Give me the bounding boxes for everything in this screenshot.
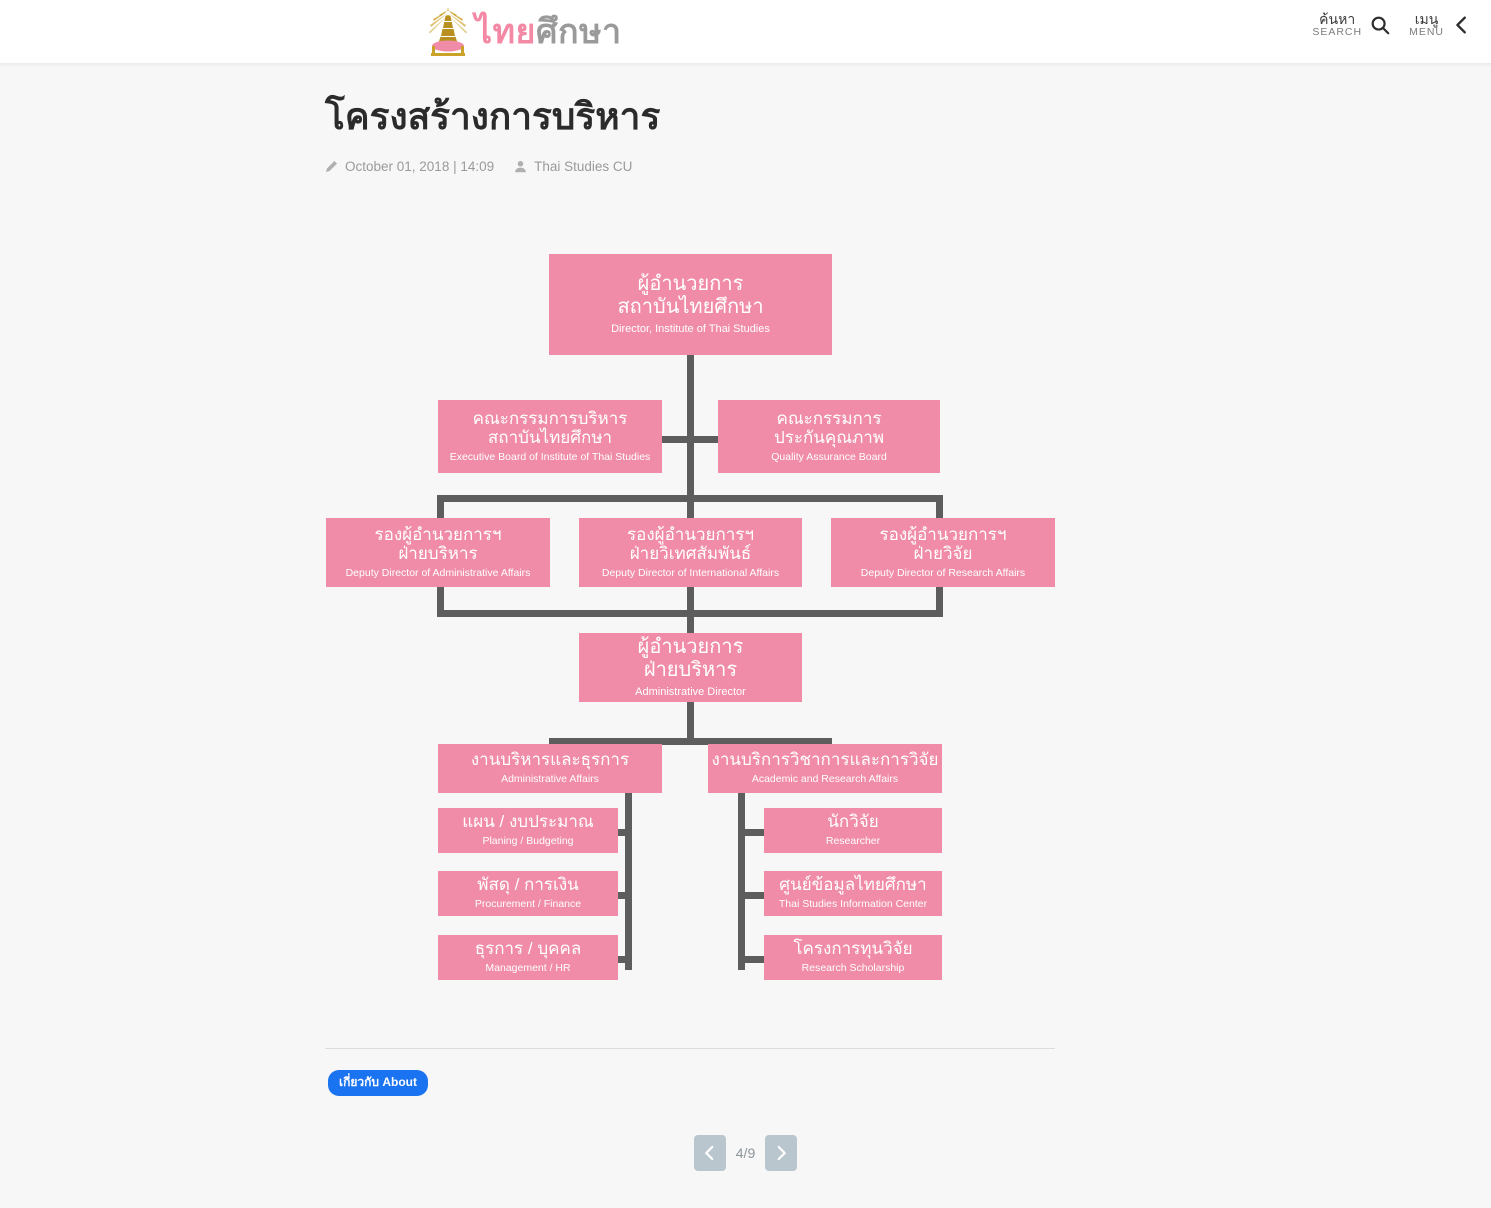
menu-labels: เมนู MENU (1409, 12, 1444, 38)
search-icon[interactable] (1369, 14, 1391, 36)
search-label-en: SEARCH (1312, 25, 1363, 38)
node-deputy-research-th: รองผู้อำนวยการฯ ฝ่ายวิจัย (879, 524, 1007, 564)
node-researcher-th: นักวิจัย (827, 812, 879, 832)
node-director-en: Director, Institute of Thai Studies (611, 322, 770, 335)
connector-stub-researcher (738, 829, 771, 836)
node-academic-research-th: งานบริการวิชาการและการวิจัย (711, 750, 939, 770)
node-management-hr-en: Management / HR (485, 961, 571, 974)
site-header: ไทยศึกษา ค้นหา SEARCH เมนู MENU (0, 0, 1491, 64)
node-admin-affairs-th: งานบริหารและธุรการ (470, 750, 630, 770)
node-deputy-international-en: Deputy Director of International Affairs (601, 566, 780, 579)
node-planning-budget-th: แผน / งบประมาณ (462, 812, 594, 832)
node-deputy-research[interactable]: รองผู้อำนวยการฯ ฝ่ายวิจัย Deputy Directo… (831, 518, 1055, 587)
node-info-center[interactable]: ศูนย์ข้อมูลไทยศึกษา Thai Studies Informa… (764, 871, 942, 916)
connector-stub-research-scholarship (738, 956, 771, 963)
connector-deputy-bus-top (437, 495, 943, 502)
article-date: October 01, 2018 | 14:09 (325, 159, 494, 174)
site-logo[interactable]: ไทยศึกษา (427, 4, 622, 60)
connector-admin-director-down (687, 702, 694, 745)
user-icon (515, 161, 526, 173)
node-deputy-international[interactable]: รองผู้อำนวยการฯ ฝ่ายวิเทศสัมพันธ์ Deputy… (579, 518, 802, 587)
node-planning-budget-en: Planing / Budgeting (482, 834, 574, 847)
node-qa-board-th: คณะกรรมการ ประกันคุณภาพ (773, 408, 885, 448)
node-executive-board-th: คณะกรรมการบริหาร สถาบันไทยศึกษา (472, 408, 628, 448)
search-label-th: ค้นหา (1319, 11, 1356, 27)
node-director[interactable]: ผู้อำนวยการ สถาบันไทยศึกษา Director, Ins… (549, 254, 832, 355)
chevron-right-icon[interactable] (772, 1144, 790, 1162)
node-research-scholarship[interactable]: โครงการทุนวิจัย Research Scholarship (764, 935, 942, 980)
node-deputy-admin-th: รองผู้อำนวยการฯ ฝ่ายบริหาร (374, 524, 502, 564)
node-research-scholarship-th: โครงการทุนวิจัย (793, 939, 913, 959)
connector-left-column-rail (625, 793, 632, 970)
node-deputy-admin-en: Deputy Director of Administrative Affair… (345, 566, 531, 579)
article-author-text: Thai Studies CU (534, 159, 633, 175)
chevron-left-icon[interactable] (1451, 14, 1473, 36)
chulalongkorn-emblem-icon (429, 7, 467, 56)
node-researcher-en: Researcher (825, 834, 881, 847)
pagination: 4/9 (0, 1135, 1491, 1171)
category-tag-about[interactable]: เกี่ยวกับ About (328, 1070, 429, 1096)
node-procurement-finance-en: Procurement / Finance (474, 897, 582, 910)
menu-label-en: MENU (1409, 25, 1444, 38)
node-info-center-th: ศูนย์ข้อมูลไทยศึกษา (779, 875, 927, 895)
connector-qa-board (691, 436, 720, 443)
menu-button[interactable]: เมนู MENU (1409, 12, 1473, 38)
node-researcher[interactable]: นักวิจัย Researcher (764, 808, 942, 853)
node-admin-director-en: Administrative Director (635, 685, 746, 698)
pagination-count: 4/9 (735, 1145, 756, 1161)
article-header: โครงสร้างการบริหาร October 01, 2018 | 14… (325, 95, 1055, 174)
node-director-th: ผู้อำนวยการ สถาบันไทยศึกษา (617, 272, 764, 318)
node-admin-director-th: ผู้อำนวยการ ฝ่ายบริหาร (637, 635, 744, 681)
connector-stub-info-center (738, 892, 771, 899)
connector-deputy-to-admin-director (687, 610, 694, 645)
node-qa-board[interactable]: คณะกรรมการ ประกันคุณภาพ Quality Assuranc… (718, 400, 940, 473)
node-deputy-international-th: รองผู้อำนวยการฯ ฝ่ายวิเทศสัมพันธ์ (626, 524, 754, 564)
article-author: Thai Studies CU (514, 159, 632, 174)
node-executive-board[interactable]: คณะกรรมการบริหาร สถาบันไทยศึกษา Executiv… (438, 400, 662, 473)
pagination-next-button[interactable] (765, 1135, 798, 1171)
node-research-scholarship-en: Research Scholarship (801, 961, 905, 974)
node-executive-board-en: Executive Board of Institute of Thai Stu… (449, 450, 651, 463)
node-planning-budget[interactable]: แผน / งบประมาณ Planing / Budgeting (438, 808, 618, 853)
search-labels: ค้นหา SEARCH (1312, 12, 1362, 38)
connector-right-column-rail (738, 793, 745, 970)
node-procurement-finance[interactable]: พัสดุ / การเงิน Procurement / Finance (438, 871, 618, 916)
node-procurement-finance-th: พัสดุ / การเงิน (477, 875, 579, 895)
node-admin-affairs-en: Administrative Affairs (501, 772, 599, 785)
search-button[interactable]: ค้นหา SEARCH (1312, 12, 1391, 38)
node-academic-research-en: Academic and Research Affairs (751, 772, 899, 785)
content-divider (325, 1048, 1055, 1049)
logo-text-grey: ศึกษา (535, 13, 622, 51)
article-meta: October 01, 2018 | 14:09 Thai Studies CU (325, 159, 1055, 174)
node-deputy-admin[interactable]: รองผู้อำนวยการฯ ฝ่ายบริหาร Deputy Direct… (326, 518, 550, 587)
header-actions: ค้นหา SEARCH เมนู MENU (1312, 12, 1473, 38)
node-deputy-research-en: Deputy Director of Research Affairs (860, 566, 1026, 579)
node-management-hr[interactable]: ธุรการ / บุคคล Management / HR (438, 935, 618, 980)
node-management-hr-th: ธุรการ / บุคคล (474, 939, 582, 959)
article-date-text: October 01, 2018 | 14:09 (345, 159, 495, 175)
node-admin-affairs[interactable]: งานบริหารและธุรการ Administrative Affair… (438, 744, 662, 793)
connector-branch-bus (549, 738, 832, 745)
node-info-center-en: Thai Studies Information Center (778, 897, 928, 910)
logo-text-pink: ไทย (475, 13, 536, 51)
site-logo-text: ไทยศึกษา (475, 15, 622, 49)
connector-executive-board (660, 436, 690, 443)
page-title: โครงสร้างการบริหาร (325, 96, 661, 137)
chevron-left-icon[interactable] (701, 1144, 719, 1162)
node-qa-board-en: Quality Assurance Board (771, 450, 887, 463)
pencil-icon (325, 161, 338, 173)
node-academic-research[interactable]: งานบริการวิชาการและการวิจัย Academic and… (708, 744, 942, 793)
org-chart: ผู้อำนวยการ สถาบันไทยศึกษา Director, Ins… (0, 225, 1491, 1015)
node-admin-director[interactable]: ผู้อำนวยการ ฝ่ายบริหาร Administrative Di… (579, 633, 802, 702)
pagination-prev-button[interactable] (693, 1135, 726, 1171)
menu-label-th: เมนู (1414, 11, 1439, 27)
